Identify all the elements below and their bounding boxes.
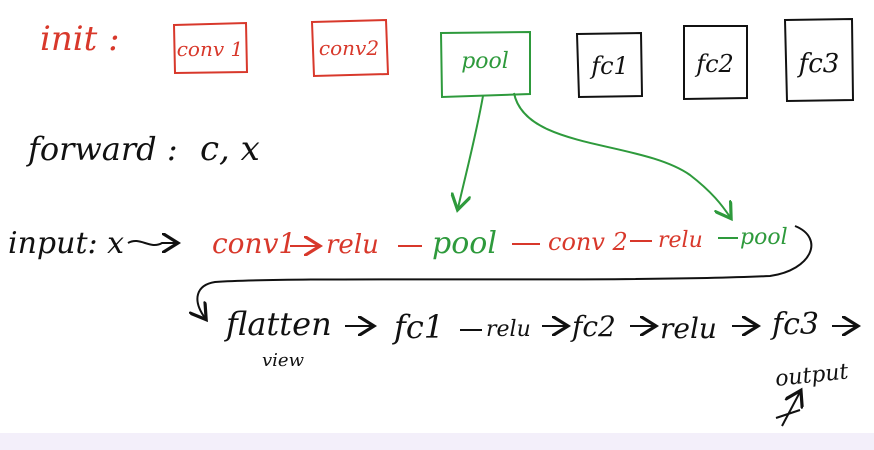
pipe2-step-relu-1: relu bbox=[486, 317, 531, 342]
pool-link-2 bbox=[513, 92, 730, 217]
input-arrow bbox=[127, 241, 176, 245]
pipe2-step-fc1: fc1 bbox=[392, 308, 444, 346]
wrap-arrow bbox=[197, 225, 813, 318]
pipe1-step-relu-1: relu bbox=[326, 230, 379, 260]
pool-link-1 bbox=[458, 95, 484, 208]
input-label: input: x bbox=[8, 226, 124, 261]
sketch-canvas: init : conv 1 conv2 pool fc1 fc2 fc3 for… bbox=[8, 17, 874, 427]
init-box-conv1-label: conv 1 bbox=[177, 37, 244, 61]
bottom-bar bbox=[0, 433, 874, 450]
init-box-fc1: fc1 bbox=[575, 31, 644, 99]
init-box-fc2: fc2 bbox=[683, 25, 748, 101]
pipe1-step-conv1: conv1 bbox=[212, 227, 296, 260]
init-box-pool-label: pool bbox=[461, 49, 509, 74]
forward-label: forward : bbox=[26, 130, 178, 168]
forward-arg: c, x bbox=[200, 129, 260, 169]
pipe2-step-flatten: flatten bbox=[224, 305, 332, 343]
init-box-conv2: conv2 bbox=[310, 18, 390, 78]
init-box-fc2-label: fc2 bbox=[694, 50, 734, 78]
init-label: init : bbox=[40, 19, 120, 59]
pipe1-step-conv2: conv 2 bbox=[548, 228, 628, 256]
pipe1-step-relu-2: relu bbox=[658, 228, 703, 253]
init-box-conv2-label: conv2 bbox=[319, 36, 379, 60]
pipe2-step-relu-2: relu bbox=[660, 312, 717, 345]
pipe2-step-fc2: fc2 bbox=[570, 310, 616, 343]
init-box-fc1-label: fc1 bbox=[589, 52, 629, 80]
init-box-fc3-label: fc3 bbox=[797, 49, 840, 79]
pipe1-step-pool-2: pool bbox=[740, 225, 788, 250]
output-scribble bbox=[775, 409, 801, 419]
output-arrow bbox=[781, 392, 800, 427]
pipe2-step-fc3: fc3 bbox=[770, 307, 819, 342]
init-box-pool: pool bbox=[439, 30, 531, 99]
init-box-fc3: fc3 bbox=[783, 17, 855, 103]
init-box-conv1: conv 1 bbox=[172, 21, 249, 75]
output-label: output bbox=[774, 359, 850, 392]
pipe2-flatten-note: view bbox=[262, 350, 305, 371]
pipe1-step-pool-1: pool bbox=[432, 226, 497, 261]
